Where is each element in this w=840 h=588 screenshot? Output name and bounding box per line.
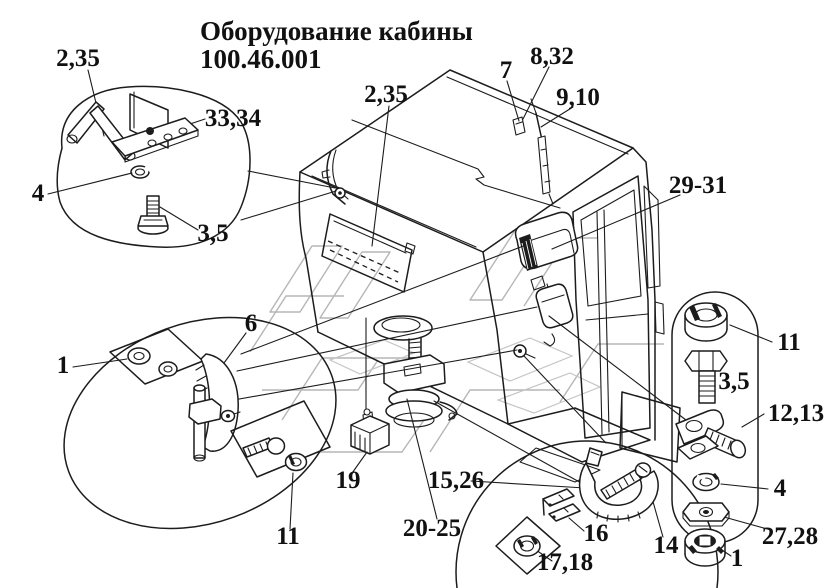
callout-3-5-a: 3,5: [197, 220, 228, 247]
part-lock-washer-2: [692, 472, 720, 492]
callout-4-a: 4: [32, 180, 45, 207]
callout-27-28: 27,28: [762, 523, 818, 550]
detail-balloon-bottom-center: [455, 440, 719, 588]
lamp-unit: [514, 211, 579, 291]
part-round-nut-bottom: [684, 528, 726, 567]
callout-11-b: 11: [777, 329, 801, 356]
part-clip: [542, 488, 581, 522]
leader-lines: [47, 66, 773, 562]
inset-bolt-nut: [230, 400, 331, 478]
callout-1-a: 1: [57, 352, 70, 379]
callout-20-25: 20-25: [403, 515, 461, 542]
callout-33-34: 33,34: [205, 105, 262, 132]
callout-16: 16: [584, 520, 609, 547]
part-hex-nut: [682, 502, 730, 527]
part-cable-lug: [675, 409, 747, 460]
relay-box: [350, 408, 390, 455]
part-bracket-assembly: [111, 91, 199, 163]
page-title: Оборудование кабины: [200, 16, 473, 46]
callout-8-32: 8,32: [530, 43, 574, 70]
callout-12-13: 12,13: [768, 400, 824, 427]
cab-door-side: [572, 147, 665, 441]
detail-balloon-top-left: [56, 85, 251, 248]
callout-11-a: 11: [276, 523, 300, 550]
callout-14: 14: [654, 532, 680, 559]
part-bolt: [137, 195, 169, 235]
callout-6: 6: [245, 310, 258, 337]
callout-2-35-b: 2,35: [364, 81, 408, 108]
inset-nuts: [109, 328, 204, 385]
steering-horn-assembly: [365, 315, 458, 428]
part-grommet: [495, 516, 561, 575]
callout-3-5-b: 3,5: [718, 368, 749, 395]
callout-9-10: 9,10: [556, 84, 600, 111]
callout-1-b: 1: [731, 545, 744, 572]
callout-4-b: 4: [774, 475, 787, 502]
mirror: [535, 283, 574, 347]
part-round-nut-top: [684, 302, 728, 342]
detail-balloon-bottom-left: [63, 316, 337, 530]
callout-2-35-a: 2,35: [56, 45, 100, 72]
cab-base: [507, 391, 681, 483]
wiper-assembly: [512, 98, 554, 205]
title-block: Оборудование кабины 100.46.001: [200, 16, 473, 74]
hood-panel: [321, 213, 416, 293]
callout-29-31: 29-31: [669, 172, 727, 199]
detail-balloon-right: [671, 291, 759, 567]
part-lock-washer: [130, 165, 152, 179]
callout-labels: 2,35 33,34 4 3,5 2,35 7 8,32 9,10 29-31 …: [32, 43, 824, 576]
callout-15-26: 15,26: [428, 467, 484, 494]
grab-handle: [321, 149, 349, 205]
part-clamp: [578, 447, 659, 523]
part-sun-visor: [188, 353, 241, 462]
callout-7: 7: [500, 57, 513, 84]
part-hex-bolt: [684, 350, 728, 404]
callout-19: 19: [336, 467, 361, 494]
drawing-number: 100.46.001: [200, 44, 322, 74]
truck-cab: [298, 69, 681, 483]
callout-17-18: 17,18: [537, 549, 593, 576]
